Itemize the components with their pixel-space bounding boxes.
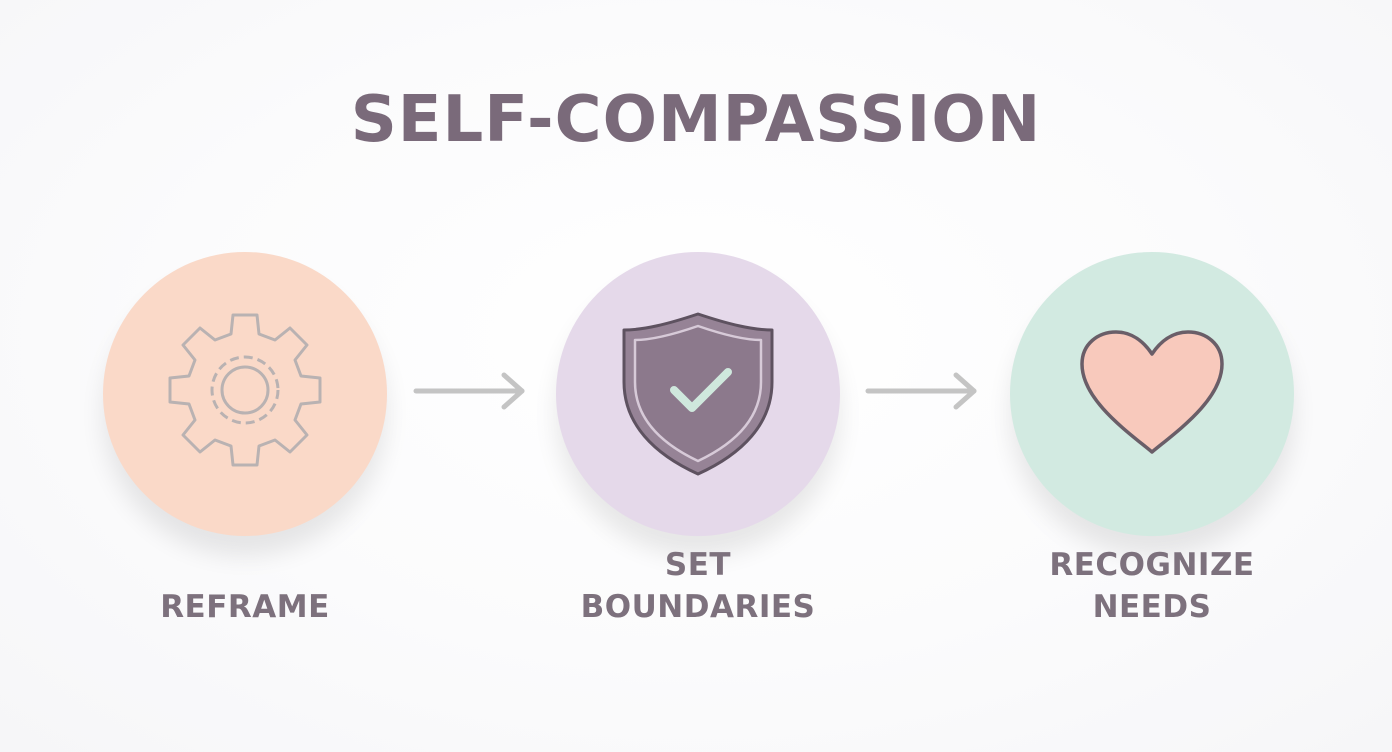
diagram-title: SELF-COMPASSION (350, 83, 1042, 157)
arrow-right-icon (865, 372, 977, 410)
step-label-reframe: REFRAME (80, 586, 410, 628)
step-label-line: RECOGNIZE (1049, 547, 1255, 583)
step-circle-set-boundaries (556, 252, 840, 536)
step-label-set-boundaries: SET BOUNDARIES (533, 544, 863, 628)
step-circle-reframe (103, 252, 387, 536)
step-label-line: BOUNDARIES (580, 589, 816, 625)
arrow-right-icon (413, 372, 525, 410)
step-circle-recognize-needs (1010, 252, 1294, 536)
gear-icon (168, 313, 322, 467)
step-label-line: SET (664, 547, 732, 583)
step-label-line: NEEDS (1092, 589, 1212, 625)
shield-check-icon (622, 312, 774, 476)
heart-icon (1080, 330, 1224, 454)
step-label-line: REFRAME (160, 589, 330, 625)
step-label-recognize-needs: RECOGNIZE NEEDS (987, 544, 1317, 628)
